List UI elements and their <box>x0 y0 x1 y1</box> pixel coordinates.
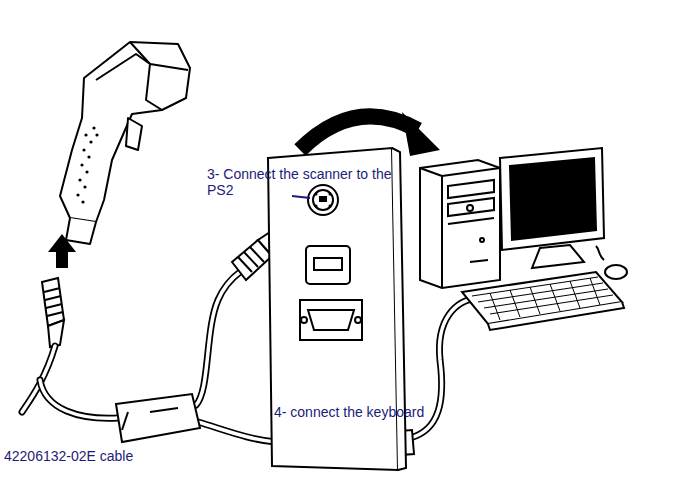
barcode-scanner <box>92 126 95 129</box>
pc-back-panel <box>355 317 361 323</box>
ps2-plug <box>238 247 264 272</box>
pc-back-panel <box>301 317 307 323</box>
computer-tower <box>480 238 484 242</box>
monitor <box>510 158 596 240</box>
cable-splitter <box>150 408 178 412</box>
barcode-scanner <box>84 133 87 136</box>
callout-label: 4- connect the keyboard <box>274 404 474 420</box>
monitor <box>500 148 604 250</box>
pc-back-panel <box>315 193 318 196</box>
cable-splitter <box>116 394 200 442</box>
pc-back-panel <box>313 190 333 210</box>
computer-tower <box>420 160 500 288</box>
barcode-scanner <box>126 118 142 150</box>
cable <box>196 272 240 405</box>
cable-splitter <box>116 394 200 442</box>
cable <box>198 422 276 442</box>
scanner-plug <box>42 278 64 347</box>
barcode-scanner <box>85 170 88 173</box>
barcode-scanner <box>76 126 98 203</box>
barcode-scanner <box>76 193 79 196</box>
cable <box>40 380 118 418</box>
cable-splitter <box>122 412 128 430</box>
keyboard <box>490 278 600 320</box>
barcode-scanner <box>89 140 92 143</box>
curved-arrow <box>402 112 440 156</box>
monitor <box>500 148 604 268</box>
pc-back-panel <box>314 258 342 270</box>
barcode-scanner <box>95 133 98 136</box>
pc-back-panel <box>319 196 327 202</box>
callout-label: 3- Connect the scanner to the PS2 <box>207 166 392 198</box>
keyboard <box>488 302 624 330</box>
computer-tower <box>467 205 473 211</box>
cable <box>40 380 118 418</box>
cable <box>198 422 276 442</box>
insert-arrow <box>48 234 76 268</box>
barcode-scanner <box>82 148 85 151</box>
leader-line <box>292 196 310 198</box>
barcode-scanner <box>83 185 86 188</box>
pc-back-panel <box>268 148 406 470</box>
barcode-scanner <box>66 218 96 244</box>
pc-back-panel <box>329 193 332 196</box>
pc-back-panel <box>315 205 318 208</box>
barcode-scanner <box>78 178 81 181</box>
pc-back-panel <box>308 310 354 330</box>
barcode-scanner <box>96 54 150 80</box>
computer-tower <box>448 180 494 198</box>
cable <box>196 272 240 405</box>
barcode-scanner <box>81 200 84 203</box>
barcode-scanner <box>60 42 190 222</box>
keyboard <box>462 272 624 330</box>
computer-tower <box>420 168 500 288</box>
pc-back-panel <box>392 148 406 470</box>
insert-arrow <box>56 250 68 268</box>
cable <box>22 272 478 442</box>
mouse <box>605 265 627 279</box>
barcode-scanner <box>80 163 83 166</box>
barcode-scanner <box>87 155 90 158</box>
computer-tower <box>448 218 494 224</box>
callout-label: 42206132-02E cable <box>4 448 174 464</box>
keyboard <box>472 277 613 320</box>
pc-back-panel <box>306 246 350 284</box>
computer-tower <box>470 260 488 262</box>
monitor <box>532 245 584 268</box>
barcode-scanner <box>60 42 190 244</box>
leader-line <box>292 196 310 198</box>
pc-back-panel <box>300 300 362 340</box>
mouse <box>596 246 604 260</box>
barcode-scanner <box>146 64 162 110</box>
computer-tower <box>448 198 494 216</box>
pc-back-panel <box>308 185 338 215</box>
pc-back-panel <box>329 205 332 208</box>
scanner-plug <box>42 278 64 326</box>
insert-arrow <box>48 234 76 252</box>
curved-arrow <box>300 116 418 150</box>
scanner-plug <box>44 288 63 316</box>
mouse <box>596 246 627 279</box>
pc-back-panel <box>268 148 398 470</box>
computer-tower <box>420 160 500 288</box>
